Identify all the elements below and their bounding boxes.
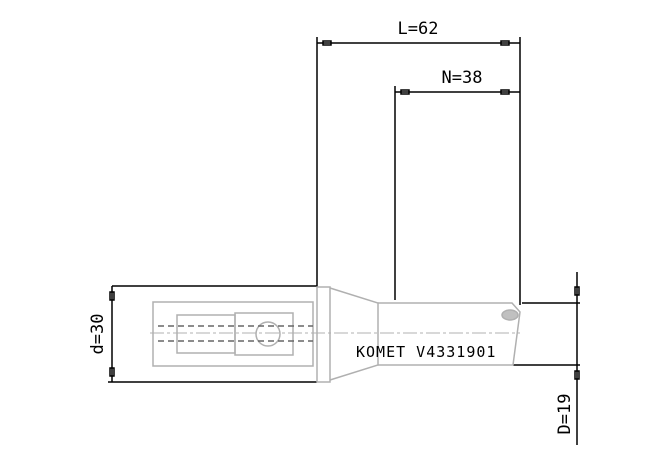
dim-label-N: N=38 bbox=[442, 68, 483, 88]
drill-outline bbox=[150, 286, 521, 383]
dim-label-d: d=30 bbox=[88, 314, 108, 355]
coolant-port bbox=[255, 321, 281, 347]
shank bbox=[152, 301, 314, 367]
dimension-lines bbox=[108, 37, 580, 445]
coolant-channel bbox=[158, 325, 313, 342]
dim-label-D: D=19 bbox=[555, 394, 575, 435]
dim-label-L: L=62 bbox=[398, 19, 439, 39]
insert bbox=[501, 309, 519, 321]
taper bbox=[329, 287, 379, 381]
tool-label: KOMET V4331901 bbox=[356, 343, 496, 361]
flange bbox=[316, 286, 331, 383]
drill-body bbox=[378, 302, 521, 366]
